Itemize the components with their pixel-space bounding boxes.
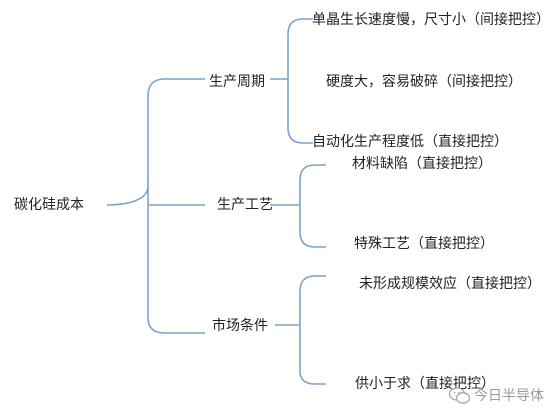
branch-node-production-cycle: 生产周期 bbox=[209, 74, 265, 90]
branch2-connector bbox=[270, 164, 326, 248]
branch-node-production-process: 生产工艺 bbox=[217, 197, 273, 213]
branch3-connector bbox=[275, 275, 326, 385]
branch-node-market-conditions: 市场条件 bbox=[212, 318, 268, 334]
leaf-node: 未形成规模效应（直接把控） bbox=[359, 276, 541, 292]
branch1-connector bbox=[270, 18, 313, 144]
watermark-text: 今日半导体 bbox=[474, 388, 544, 404]
wechat-icon bbox=[448, 387, 471, 404]
leaf-node: 硬度大，容易破碎（间接把控） bbox=[326, 74, 522, 90]
leaf-node: 自动化生产程度低（直接把控） bbox=[312, 134, 508, 150]
leaf-node: 材料缺陷（直接把控） bbox=[352, 156, 492, 172]
root-connector bbox=[106, 78, 205, 334]
leaf-node: 特殊工艺（直接把控） bbox=[354, 236, 494, 252]
leaf-node: 单晶生长速度慢，尺寸小（间接把控） bbox=[312, 12, 550, 28]
root-node: 碳化硅成本 bbox=[14, 197, 84, 213]
